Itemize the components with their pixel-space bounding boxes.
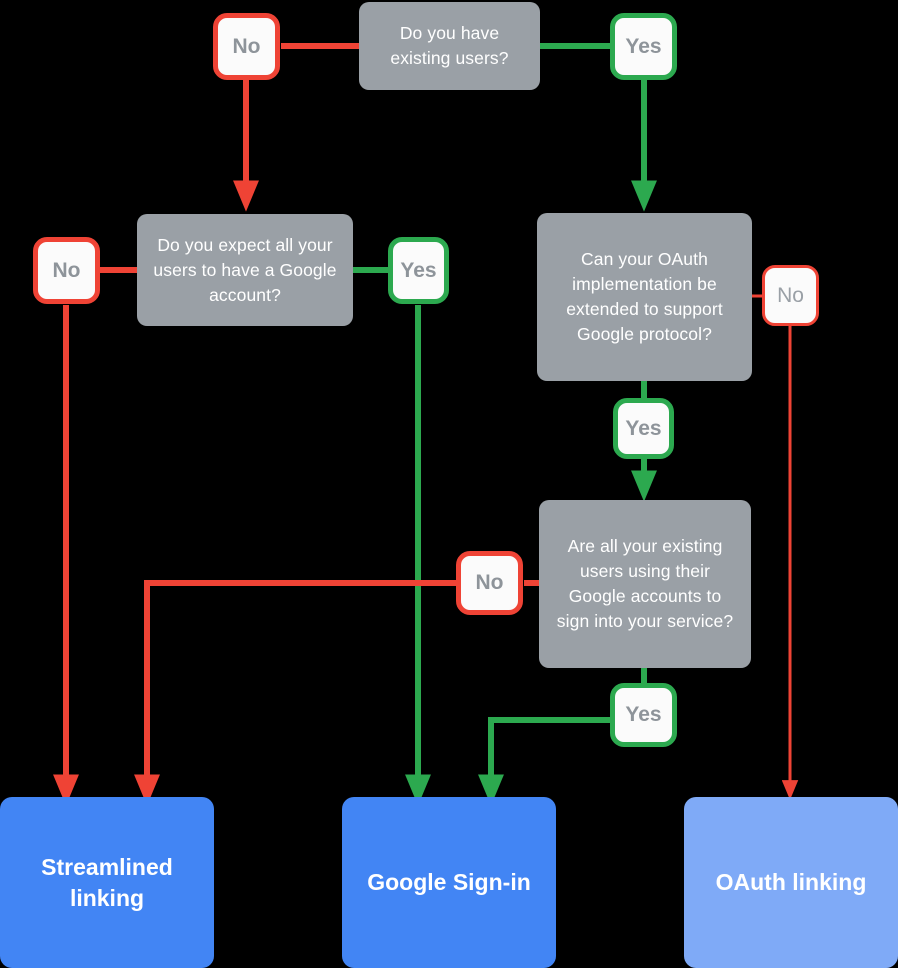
label-yes-oauth-extend[interactable]: Yes — [613, 398, 674, 459]
edge-yes-to-google-signin-b — [478, 717, 610, 806]
label-no-existing-users[interactable]: No — [213, 13, 280, 80]
label-no-oauth-extend[interactable]: No — [762, 265, 819, 326]
outcome-streamlined-linking[interactable]: Streamlined linking — [0, 797, 214, 968]
question-oauth-extend[interactable]: Can your OAuth implementation be extende… — [537, 213, 752, 381]
label-yes-signin-usage[interactable]: Yes — [610, 683, 677, 747]
question-google-signin-usage[interactable]: Are all your existing users using their … — [539, 500, 751, 668]
label-yes-existing-users[interactable]: Yes — [610, 13, 677, 80]
question-existing-users[interactable]: Do you have existing users? — [359, 2, 540, 90]
edge-no-to-streamlined-b — [134, 580, 456, 806]
label-no-signin-usage[interactable]: No — [456, 551, 523, 615]
label-no-google-account[interactable]: No — [33, 237, 100, 304]
question-google-account[interactable]: Do you expect all your users to have a G… — [137, 214, 353, 326]
outcome-google-sign-in[interactable]: Google Sign-in — [342, 797, 556, 968]
outcome-oauth-linking[interactable]: OAuth linking — [684, 797, 898, 968]
label-yes-google-account[interactable]: Yes — [388, 237, 449, 304]
